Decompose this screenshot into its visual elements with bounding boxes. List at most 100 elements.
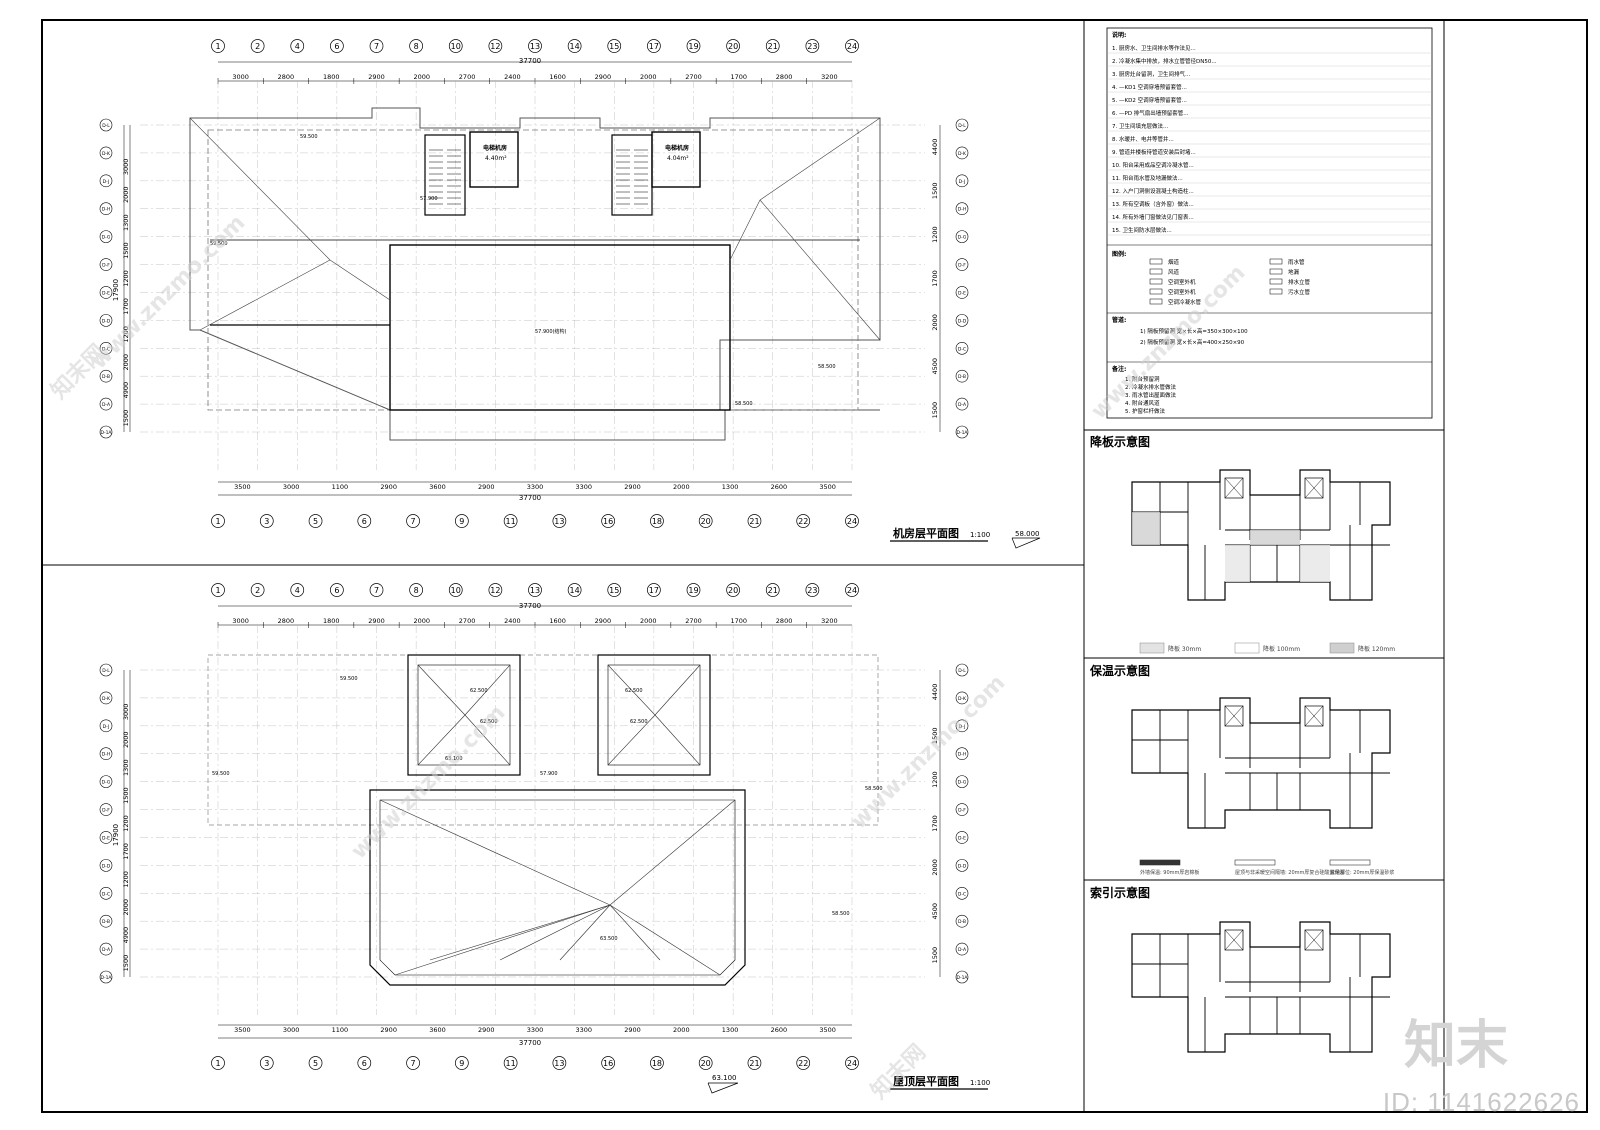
axis-label: 19: [688, 42, 698, 51]
axis-label: 21: [749, 517, 759, 526]
axis-label: D-L: [102, 668, 110, 674]
axis-bubble: [409, 39, 423, 53]
side-legend-label: 其他部位: 20mm厚保温砂浆: [1330, 869, 1394, 876]
axis-label: D-K: [102, 151, 111, 157]
axis-label: D-K: [958, 696, 967, 702]
axis-label: D-B: [102, 374, 110, 380]
side-panel-title-0: 降板示意图: [1090, 434, 1150, 449]
sub-line: 2) 隔板预留洞 宽×长×高=400×250×90: [1140, 338, 1245, 346]
axis-bubble: [552, 514, 567, 528]
axis-label: D-A: [958, 402, 967, 408]
note-line: 1. 厨房水、卫生间排水等作法见...: [1112, 44, 1196, 52]
legend-label: 空调室外机: [1168, 278, 1196, 286]
plan1-elevator-room-left: [469, 131, 519, 188]
axis-bubble: [805, 39, 820, 53]
plan1-stair-left: [424, 134, 466, 216]
axis-bubble: [955, 425, 969, 439]
dim-text: 1500: [122, 410, 130, 427]
axis-label: D-J: [103, 724, 110, 730]
axis-bubble: [357, 514, 372, 528]
axis-label: D-J: [959, 724, 966, 730]
dim-text: 1100: [332, 1026, 349, 1034]
dim-text: 3000: [122, 159, 130, 176]
dim-text: 2900: [368, 73, 385, 81]
plan1-overall-bottom: 37700: [519, 494, 541, 502]
plan1-scale: 1:100: [970, 531, 990, 539]
plan2-label-0: 59.500: [340, 676, 358, 682]
legend-swatch: [1149, 298, 1163, 305]
plan2-overall-bottom: 37700: [519, 1039, 541, 1047]
plan2-stair-roof-left-inner: [417, 664, 511, 766]
mini-elevator: [1224, 929, 1244, 951]
plan2-label-1: 62.500: [470, 688, 488, 694]
dim-text: 1700: [931, 815, 939, 832]
legend-label: 雨水管: [1288, 258, 1305, 266]
dim-text: 2000: [931, 859, 939, 876]
dim-text: 3000: [283, 1026, 300, 1034]
legend-swatch: [1149, 268, 1163, 275]
side-legend-label: 降板 100mm: [1263, 645, 1300, 653]
dim-text: 3500: [819, 483, 836, 491]
axis-bubble: [955, 174, 969, 188]
legend-label: 排水立管: [1288, 278, 1311, 286]
legend-label: 地漏: [1288, 268, 1300, 276]
axis-bubble: [686, 39, 701, 53]
axis-bubble: [99, 914, 113, 928]
axis-label: 11: [506, 517, 516, 526]
dim-text: 2900: [478, 483, 495, 491]
dim-text: 2400: [504, 73, 521, 81]
note-line: 14. 所有外墙门窗做法见门窗表...: [1112, 213, 1194, 221]
legend-swatch: [1269, 268, 1283, 275]
plan1-gridlines: [140, 80, 925, 470]
axis-bubble: [369, 583, 384, 597]
sub-line: 1) 隔板预留洞 宽×长×高=350×300×100: [1140, 327, 1248, 335]
plan2-label-7: 59.500: [212, 771, 230, 777]
mini-elevator: [1304, 705, 1324, 727]
dim-text: 1200: [931, 771, 939, 788]
dim-text: 2000: [640, 73, 657, 81]
axis-bubble: [488, 583, 503, 597]
axis-bubble: [99, 970, 113, 984]
axis-bubble: [99, 369, 113, 383]
axis-bubble: [211, 583, 225, 597]
axis-label: 17: [649, 42, 659, 51]
axis-label: 2: [255, 42, 260, 51]
dim-text: 1800: [323, 73, 340, 81]
axis-label: D-F: [958, 263, 966, 269]
legend-heading: 图例:: [1112, 250, 1126, 258]
side-legend-label: 降板 120mm: [1358, 645, 1395, 653]
axis-bubble: [955, 775, 969, 788]
notes-items: 1. 厨房水、卫生间排水等作法见... 2. 冷凝水集中排放，排水立管管径DN50…: [1107, 44, 1432, 236]
axis-bubble: [330, 39, 344, 53]
axis-label: 1: [215, 42, 220, 51]
axis-label: D-H: [102, 752, 110, 758]
dim-text: 2000: [122, 354, 130, 371]
plan1-label-8: 58.500: [818, 364, 836, 370]
dim-text: 2900: [624, 1026, 641, 1034]
axis-bubble: [369, 39, 384, 53]
dim-text: 2600: [771, 483, 788, 491]
axis-bubble: [250, 583, 265, 597]
axis-bubble: [698, 514, 713, 528]
axis-label: D-1A: [100, 975, 112, 981]
axis-label: 1: [215, 1059, 220, 1068]
dim-text: 1700: [731, 73, 748, 81]
axis-bubble: [955, 914, 969, 928]
dim-text: 4500: [931, 358, 939, 375]
dim-text: 3300: [527, 1026, 544, 1034]
dim-text: 2400: [504, 617, 521, 625]
dim-text: 1500: [122, 787, 130, 804]
plan1-label-2: 电梯机房: [665, 144, 689, 152]
note-line: 2. 冷凝水集中排放，排水立管管径DN50...: [1112, 57, 1217, 65]
dim-text: 2000: [673, 483, 690, 491]
side-legend-swatch: [1139, 642, 1165, 654]
side-legend-swatch: [1329, 859, 1371, 866]
axis-bubble: [99, 202, 113, 216]
axis-label: 7: [411, 1059, 416, 1068]
axis-bubble: [607, 583, 622, 597]
axis-label: 20: [728, 42, 738, 51]
